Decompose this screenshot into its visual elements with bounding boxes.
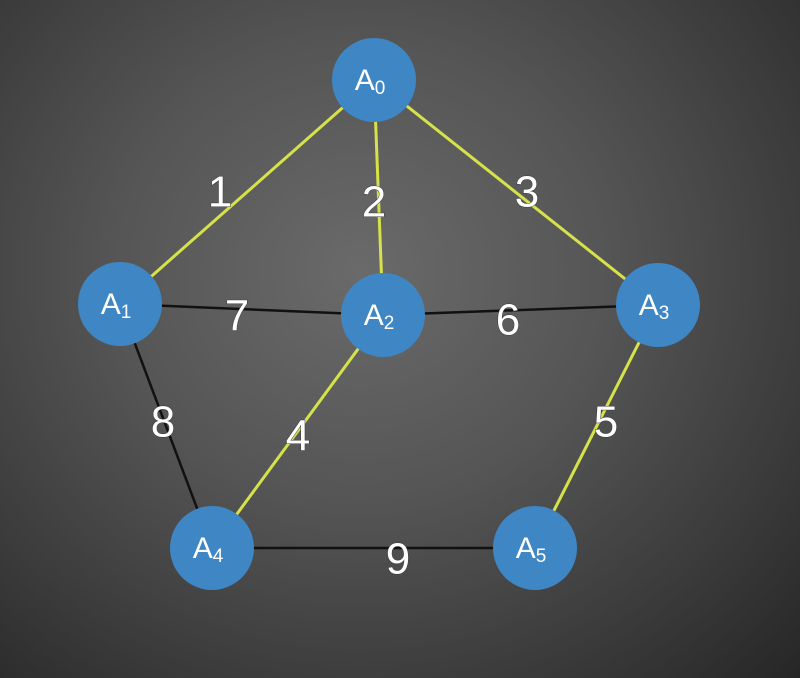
node-label-base: A	[639, 289, 659, 322]
edge-weight-a2-a3: 6	[496, 296, 520, 345]
edge-weights-layer: 1 2 3 7 6 8 4 5 9	[150, 167, 618, 584]
node-label: A4	[193, 532, 224, 567]
node-label: A2	[364, 299, 395, 334]
node-a3: A3	[616, 263, 700, 347]
edge-weight-a1-a2: 7	[225, 292, 249, 341]
edge-a0-a3	[373, 78, 659, 307]
edge-weight-a0-a3: 3	[515, 168, 539, 217]
edge-weight-a0-a1: 1	[208, 168, 232, 217]
node-label-subscript: 3	[659, 303, 670, 324]
node-label-subscript: 2	[384, 313, 395, 334]
node-label-base: A	[101, 288, 121, 321]
node-a4: A4	[170, 506, 254, 590]
edge-a1-a2	[119, 302, 384, 317]
node-circle	[341, 273, 425, 357]
node-circle	[616, 263, 700, 347]
edge-a3-a5	[533, 304, 660, 549]
node-label: A5	[516, 532, 547, 567]
node-label-base: A	[193, 532, 213, 565]
node-label-base: A	[355, 64, 375, 97]
node-circle	[493, 506, 577, 590]
node-label-subscript: 1	[121, 302, 132, 323]
node-label: A1	[101, 288, 132, 323]
edge-weight-a4-a5: 9	[386, 535, 410, 584]
node-a0: A0	[332, 38, 416, 122]
node-circle	[78, 262, 162, 346]
node-a5: A5	[493, 506, 577, 590]
edge-a0-a1	[119, 78, 375, 306]
node-label-base: A	[364, 299, 384, 332]
node-label-subscript: 4	[213, 546, 224, 567]
edge-a1-a4	[118, 303, 214, 549]
edge-weight-a0-a2: 2	[362, 178, 386, 227]
node-label: A0	[355, 64, 386, 99]
edge-weight-a2-a4: 4	[286, 412, 310, 461]
node-a2: A2	[341, 273, 425, 357]
edge-a2-a4	[210, 314, 385, 549]
node-a1: A1	[78, 262, 162, 346]
node-label-subscript: 0	[375, 78, 386, 99]
node-label-subscript: 5	[536, 546, 547, 567]
edge-weight-a3-a5: 5	[594, 398, 618, 447]
node-circle	[332, 38, 416, 122]
edge-a2-a3	[382, 303, 659, 317]
node-circle	[170, 506, 254, 590]
node-label: A3	[639, 289, 670, 324]
edge-weight-a1-a4: 8	[151, 398, 175, 447]
node-label-base: A	[516, 532, 536, 565]
